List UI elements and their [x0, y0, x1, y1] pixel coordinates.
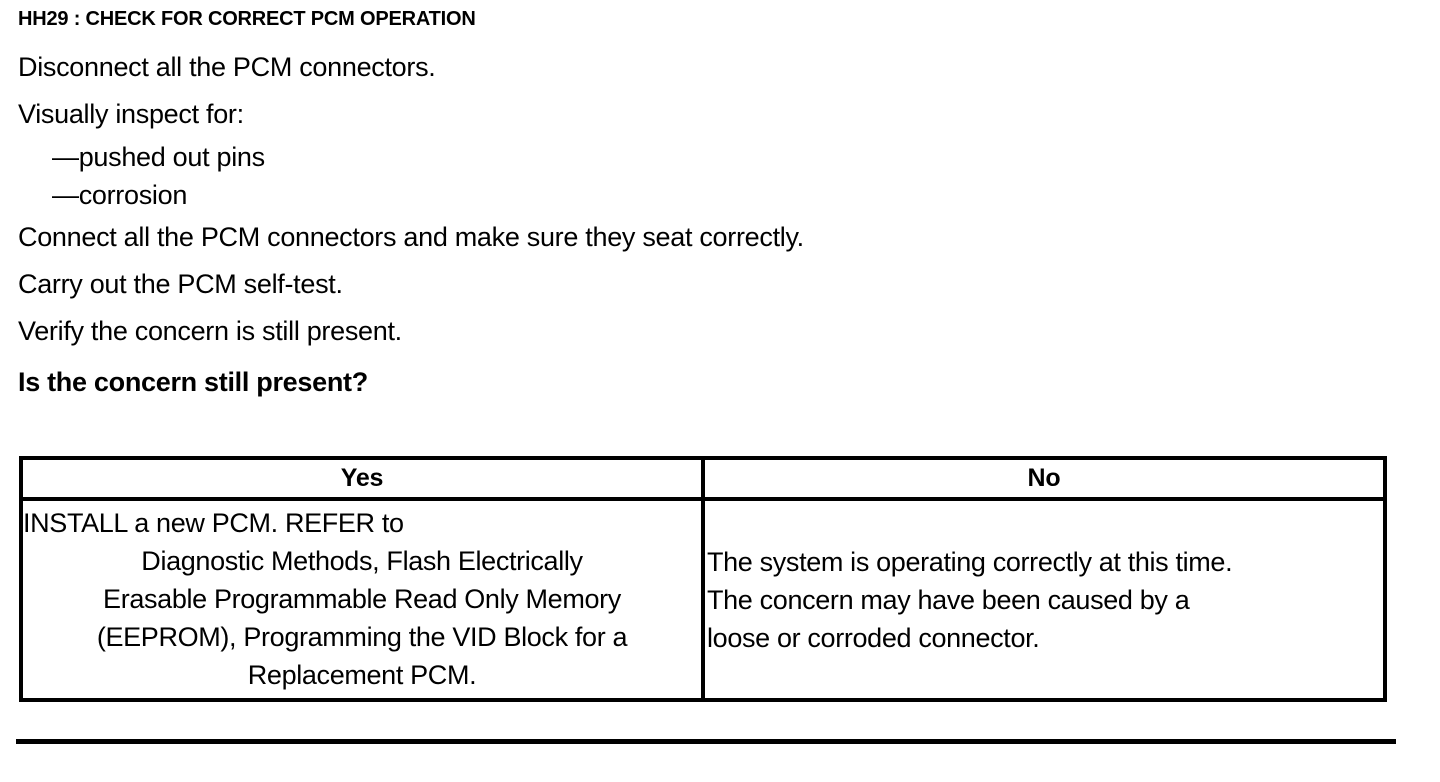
- step-title: HH29 : CHECK FOR CORRECT PCM OPERATION: [18, 8, 476, 30]
- instruction-line: Connect all the PCM connectors and make …: [18, 222, 804, 252]
- cell-text-line: INSTALL a new PCM. REFER to: [23, 508, 404, 538]
- cell-text-line: The concern may have been caused by a: [707, 584, 1190, 615]
- instruction-line: Disconnect all the PCM connectors.: [18, 52, 436, 82]
- decision-question: Is the concern still present?: [18, 367, 368, 397]
- cell-text-line: loose or corroded connector.: [707, 622, 1040, 653]
- table-header-row: Yes No: [23, 460, 1383, 501]
- decision-table: Yes No INSTALL a new PCM. REFER to Diagn…: [19, 456, 1387, 702]
- instruction-line: Carry out the PCM self-test.: [18, 269, 343, 299]
- instruction-list: Disconnect all the PCM connectors. Visua…: [18, 44, 1408, 409]
- page-divider-rule: [16, 739, 1396, 744]
- instruction-bullet: —pushed out pins: [52, 142, 265, 172]
- table-header-no: No: [701, 460, 1383, 497]
- table-cell-yes: INSTALL a new PCM. REFER to Diagnostic M…: [23, 501, 701, 698]
- cell-text-line: Erasable Programmable Read Only Memory: [103, 584, 621, 614]
- cell-text-line: (EEPROM), Programming the VID Block for …: [96, 622, 628, 652]
- cell-text-line: The system is operating correctly at thi…: [707, 546, 1233, 577]
- cell-text-line: Diagnostic Methods, Flash Electrically: [141, 546, 583, 576]
- instruction-line: Visually inspect for:: [18, 99, 244, 129]
- cell-text-line: Replacement PCM.: [247, 660, 477, 690]
- instruction-line: Verify the concern is still present.: [18, 316, 402, 346]
- cell-text-block: The system is operating correctly at thi…: [705, 543, 1383, 657]
- instruction-bullet: —corrosion: [52, 180, 188, 210]
- table-body-row: INSTALL a new PCM. REFER to Diagnostic M…: [23, 501, 1383, 698]
- table-cell-no: The system is operating correctly at thi…: [701, 501, 1383, 698]
- table-header-yes: Yes: [340, 464, 384, 492]
